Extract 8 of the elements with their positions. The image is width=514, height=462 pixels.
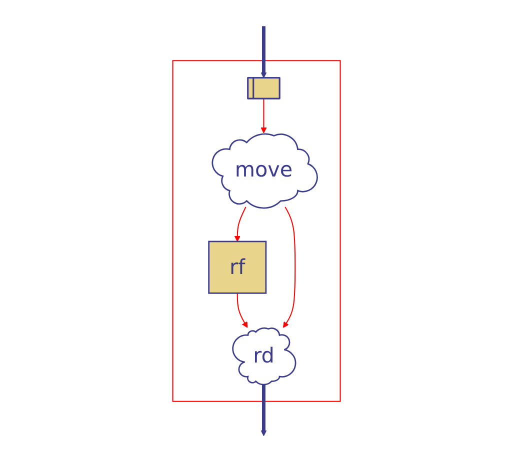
arrow bbox=[283, 206, 296, 328]
arrow bbox=[234, 206, 247, 242]
arrow bbox=[261, 26, 268, 78]
arrow bbox=[237, 293, 248, 328]
cluster bbox=[172, 60, 342, 402]
arrow bbox=[261, 98, 268, 134]
arrow bbox=[261, 384, 268, 436]
node-box: rf bbox=[208, 240, 268, 294]
